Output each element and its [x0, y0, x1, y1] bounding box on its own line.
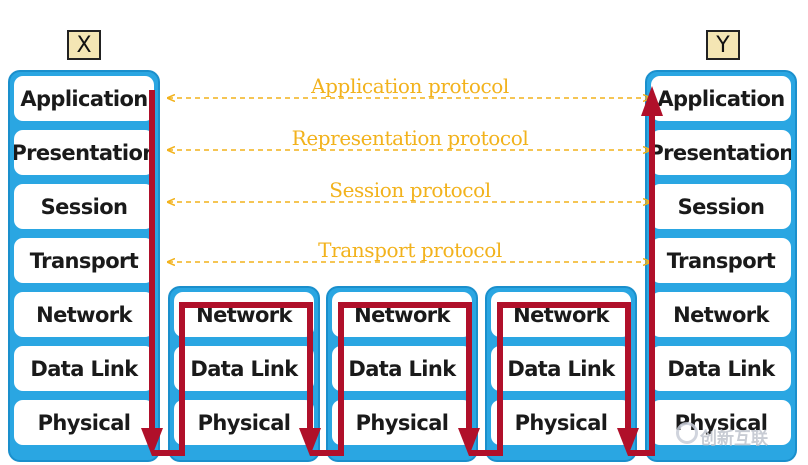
arrowhead-down-r1	[299, 428, 321, 456]
flow-top-r3	[497, 302, 631, 308]
y-layer-application: Application	[651, 76, 791, 121]
host-y-label: Y	[706, 30, 740, 60]
y-layer-session: Session	[651, 184, 791, 229]
router-2-stack: Network Data Link Physical	[326, 286, 478, 462]
arrowhead-down-x	[141, 428, 163, 456]
flow-up-r3	[497, 302, 503, 450]
flow-top-r2	[338, 302, 472, 308]
link-r2-r3	[469, 450, 503, 456]
router-1-stack: Network Data Link Physical	[168, 286, 320, 462]
arrowhead-down-r2	[458, 428, 480, 456]
flow-top-r1	[179, 302, 313, 308]
flow-up-y	[649, 112, 655, 452]
x-layer-presentation: Presentation	[14, 130, 154, 175]
flow-down-r3	[625, 302, 631, 432]
router-2-physical: Physical	[332, 400, 472, 445]
x-layer-physical: Physical	[14, 400, 154, 445]
host-x-stack: Application Presentation Session Transpo…	[8, 70, 160, 462]
router-3-data-link: Data Link	[491, 346, 631, 391]
arrowhead-down-r3	[617, 428, 639, 456]
host-x-label: X	[67, 30, 101, 60]
x-layer-transport: Transport	[14, 238, 154, 283]
flow-up-r2	[338, 302, 344, 450]
watermark-logo	[676, 422, 698, 444]
link-r1-r2	[310, 450, 344, 456]
flow-down-r2	[466, 302, 472, 432]
y-layer-data-link: Data Link	[651, 346, 791, 391]
watermark-text: 创新互联	[700, 429, 768, 449]
x-layer-application: Application	[14, 76, 154, 121]
router-1-physical: Physical	[174, 400, 314, 445]
router-1-network: Network	[174, 292, 314, 337]
x-layer-network: Network	[14, 292, 154, 337]
x-layer-session: Session	[14, 184, 154, 229]
arrowhead-up-y	[641, 86, 663, 116]
x-layer-data-link: Data Link	[14, 346, 154, 391]
router-3-stack: Network Data Link Physical	[485, 286, 637, 462]
router-2-data-link: Data Link	[332, 346, 472, 391]
y-layer-network: Network	[651, 292, 791, 337]
flow-down-x	[149, 90, 155, 432]
flow-up-r1	[179, 302, 185, 450]
flow-down-r1	[307, 302, 313, 432]
router-3-physical: Physical	[491, 400, 631, 445]
router-1-data-link: Data Link	[174, 346, 314, 391]
y-layer-transport: Transport	[651, 238, 791, 283]
link-x-r1	[152, 450, 185, 456]
link-r3-y	[628, 450, 655, 456]
host-y-stack: Application Presentation Session Transpo…	[645, 70, 797, 462]
y-layer-presentation: Presentation	[651, 130, 791, 175]
